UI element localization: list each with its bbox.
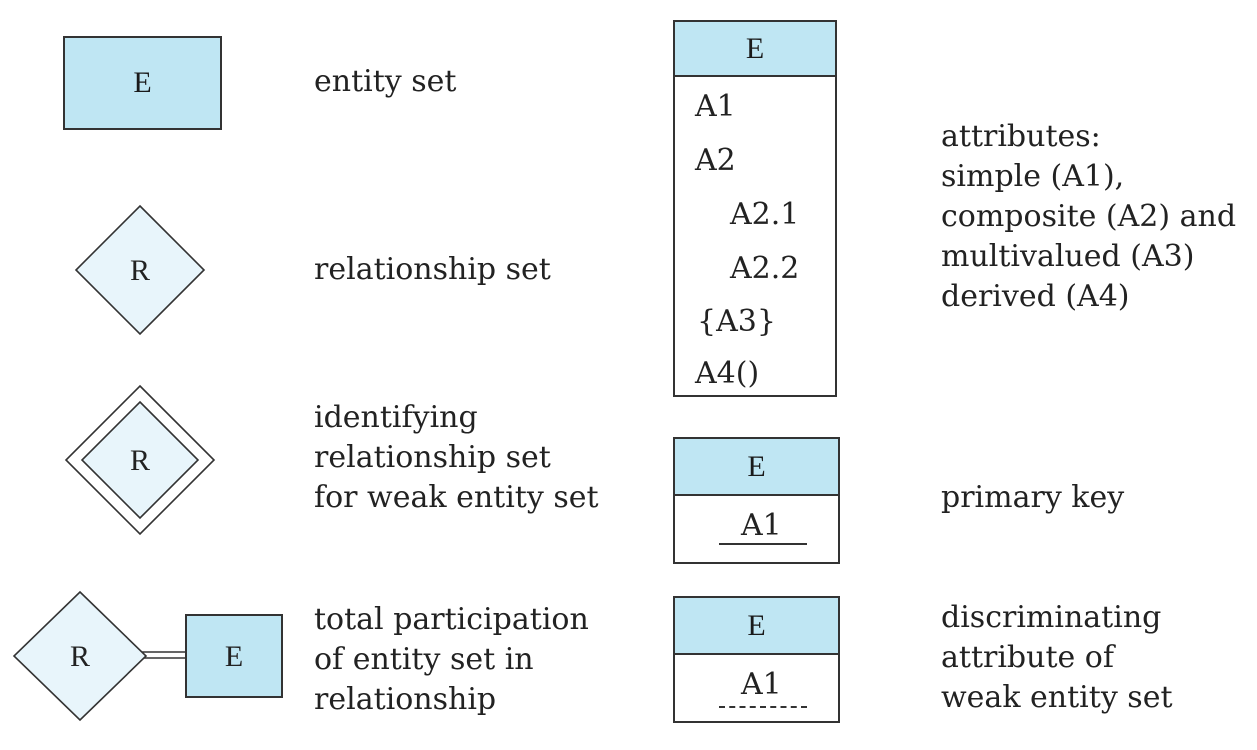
discriminator-label: discriminating attribute of weak entity … [941, 600, 1173, 715]
discriminator-entity-box: E A1 [673, 596, 840, 723]
relationship-diamond [74, 204, 206, 336]
attributes-label: attributes: simple (A1), composite (A2) … [941, 119, 1237, 314]
participation-entity-box [185, 614, 283, 698]
primary-key-entity-box: E A1 [673, 437, 840, 564]
attribute-composite: A2 [695, 143, 736, 178]
primary-key-label: primary key [941, 480, 1125, 515]
entity-set-letter: E [133, 66, 152, 99]
relationship-set-diagram: R [74, 204, 206, 336]
attribute-simple: A1 [695, 89, 736, 124]
attribute-derived: A4() [695, 356, 760, 391]
participation-relationship-letter: R [70, 640, 90, 673]
identifying-relationship-label: identifying relationship set for weak en… [314, 400, 599, 515]
primary-key-attribute: A1 [741, 508, 782, 543]
attributes-entity-box: E A1 A2 A2.1 A2.2 {A3} A4() [673, 20, 837, 397]
total-participation-diagram: R E [12, 590, 283, 722]
relationship-set-label: relationship set [314, 252, 551, 287]
total-participation-label: total participation of entity set in rel… [314, 602, 589, 717]
primary-key-underline [719, 543, 807, 545]
primary-key-entity-header: E [675, 439, 838, 496]
discriminator-attribute: A1 [741, 667, 782, 702]
identifying-relationship-diagram: R [64, 384, 216, 536]
entity-set-symbol: E [63, 36, 222, 130]
discriminator-dashed-underline [719, 706, 807, 708]
identifying-inner-diamond [80, 400, 200, 520]
identifying-relationship-letter: R [130, 444, 150, 477]
attribute-component-2: A2.2 [730, 251, 800, 286]
attributes-entity-header: E [675, 22, 835, 77]
relationship-letter: R [130, 254, 150, 287]
attribute-component-1: A2.1 [730, 197, 800, 232]
participation-diamond [12, 590, 148, 722]
participation-entity-letter: E [225, 640, 243, 673]
attribute-multivalued: {A3} [697, 304, 776, 339]
entity-set-label: entity set [314, 64, 457, 99]
discriminator-entity-header: E [675, 598, 838, 655]
